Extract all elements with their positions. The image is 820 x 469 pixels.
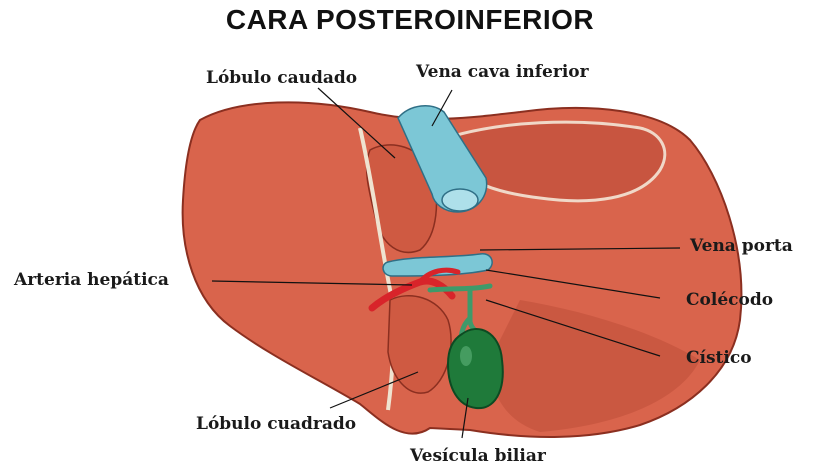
label-cistico: Cístico [686, 350, 752, 367]
quadrate-lobe [388, 296, 451, 393]
vena-cava-opening [442, 189, 478, 211]
gallbladder-organ [448, 329, 503, 408]
label-vena-porta: Vena porta [690, 238, 793, 255]
label-lobulo-caudado: Lóbulo caudado [206, 70, 357, 87]
label-colecodo: Colécodo [686, 292, 773, 309]
label-vesicula-biliar: Vesícula biliar [410, 448, 546, 465]
label-lobulo-cuadrado: Lóbulo cuadrado [196, 416, 356, 433]
label-vena-cava: Vena cava inferior [416, 64, 589, 81]
gallbladder-highlight [460, 346, 472, 366]
label-arteria-hepatica: Arteria hepática [14, 272, 169, 289]
